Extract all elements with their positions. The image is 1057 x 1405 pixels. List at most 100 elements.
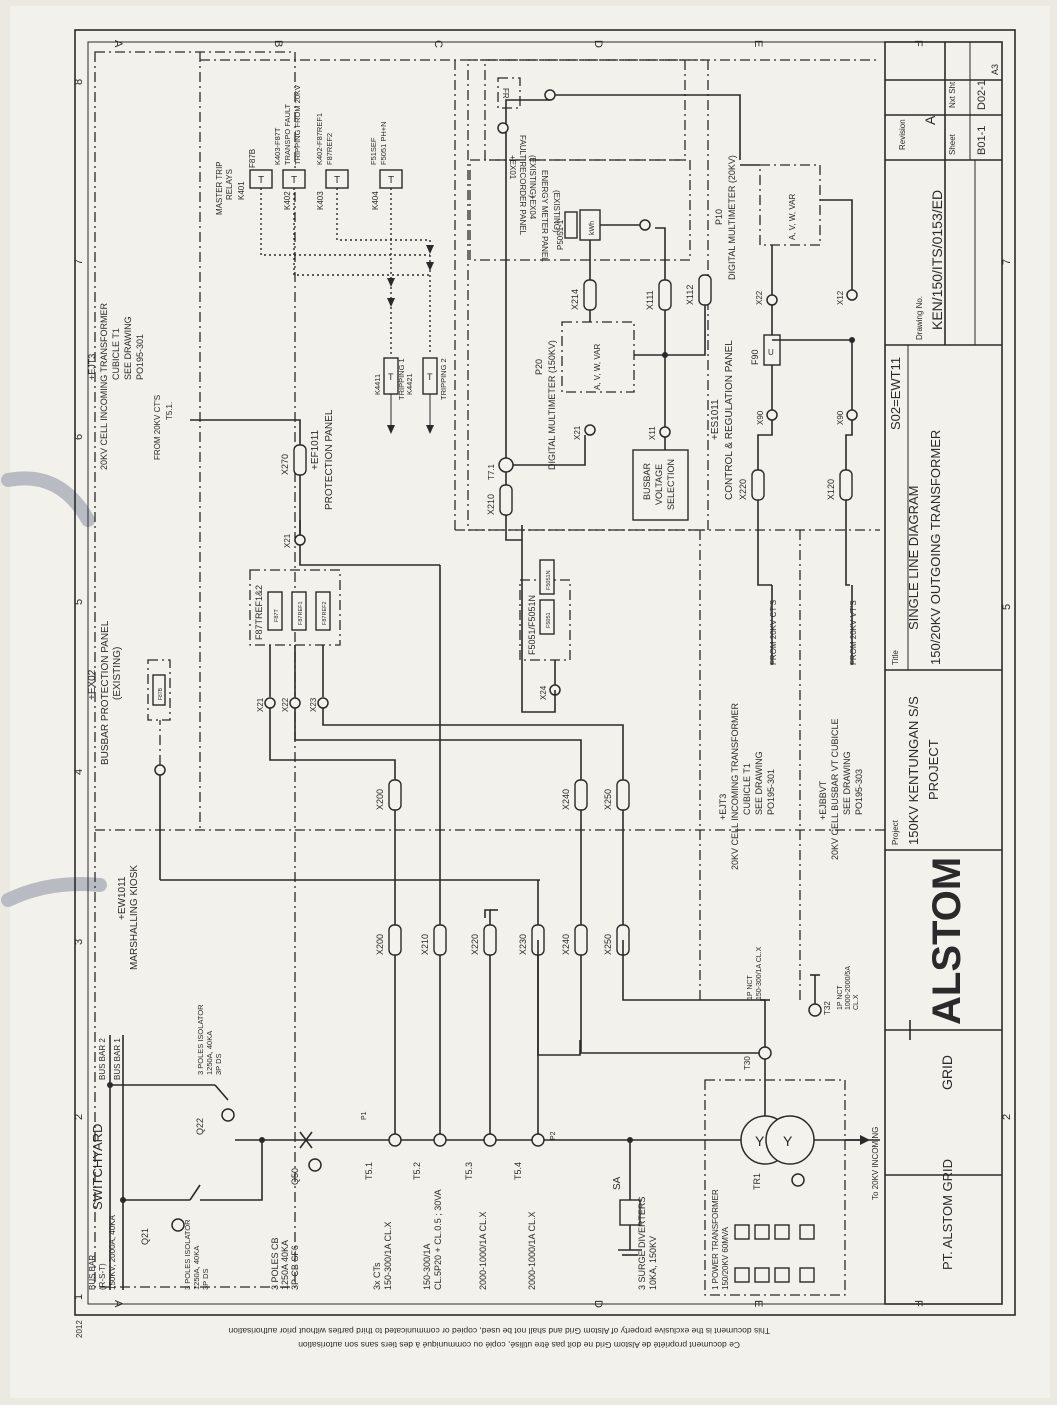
- f87ref2-label: F87REF2: [322, 601, 328, 625]
- disclaimer-en: This document is the exclusive property …: [228, 1326, 770, 1336]
- f87b-label: F87B: [158, 687, 164, 700]
- bvs-line-3: SELECTION: [666, 459, 676, 510]
- kiosk-x250-label: X250: [603, 934, 613, 955]
- f87ref2-relay: [315, 591, 331, 631]
- x22-ctrl-label: X22: [755, 290, 764, 305]
- x270-terminal: [293, 444, 307, 476]
- k403-label: K403: [316, 191, 325, 210]
- prot-wiring: [269, 520, 624, 780]
- sheet-value: B01-1: [976, 126, 988, 155]
- trip1-arrow-icon: [387, 425, 395, 434]
- t30-label: T30: [743, 1056, 752, 1070]
- x23-label: X23: [309, 697, 318, 712]
- ct-t52-icon: [433, 940, 447, 1147]
- kiosk-ref: +EW1011: [117, 876, 128, 920]
- bay-link: [200, 1140, 263, 1201]
- k4411-coil-icon: T: [388, 372, 394, 382]
- x21-label: X21: [256, 697, 265, 712]
- bus-bar-1-label: BUS BAR 1: [113, 1038, 122, 1080]
- to-20kv-label: To 20KV INCOMING: [871, 1127, 880, 1200]
- x12-ctrl-term-icon: [846, 289, 858, 301]
- k402-desc-3: TRIPPING FROM 20KV: [293, 85, 302, 165]
- ct-p2: P2: [550, 1131, 557, 1140]
- sa-label: SA: [612, 1176, 623, 1190]
- prot-terminal-x240: [574, 779, 588, 811]
- fr-label: FR: [501, 88, 510, 99]
- p20-x21-label: X21: [573, 425, 582, 440]
- prot-terminal-x250: [616, 779, 630, 811]
- master-trip-label: MASTER TRIP: [215, 161, 224, 215]
- k4411-label: K4411: [373, 374, 382, 395]
- p10-name: DIGITAL MULTIMETER (20KV): [727, 155, 737, 280]
- isolator-q21-icon: [120, 1184, 201, 1232]
- x111-to-kwh: [655, 227, 666, 280]
- lower-ejbbvt-1: 20KV CELL BUSBAR VT CUBICLE: [830, 718, 840, 860]
- f5051-relay: [539, 599, 555, 635]
- x111-terminal: [658, 279, 672, 311]
- trip2-label: TRIPPING 2: [439, 358, 448, 400]
- t71-to-p20: [513, 435, 586, 466]
- ct-t53-icon: [483, 940, 497, 1147]
- revision-label: Revision: [898, 119, 907, 150]
- f90-label: F90: [750, 349, 760, 365]
- grid-row-d-bottom: D: [592, 1300, 604, 1308]
- k404-desc-1: F51SEF: [369, 137, 378, 165]
- grid-col-2: 2: [73, 1114, 85, 1120]
- x12-to-p10: [820, 199, 853, 290]
- grid-row-d: D: [592, 40, 604, 48]
- grid-col-7: 7: [73, 259, 85, 265]
- grid-row-e: E: [752, 40, 764, 47]
- f5051-group-label: F5051/F5051N: [527, 595, 537, 655]
- ex01-existing: (EXISTING): [528, 155, 537, 198]
- t54-desc: 2000-1000/1A CL.X: [527, 1211, 537, 1290]
- q21-iso2: 1250A, 40KA: [192, 1246, 201, 1290]
- x210-panel-label: X210: [486, 494, 496, 515]
- nct2-label-a: 1P NCT: [837, 985, 844, 1010]
- k402-coil-icon: T: [291, 175, 297, 186]
- prot-panel-name: PROTECTION PANEL: [324, 409, 335, 510]
- busbar-panel-existing: (EXISTING): [112, 647, 123, 700]
- grid-row-e-bottom: E: [752, 1300, 764, 1307]
- surge-arrester-icon: [618, 1137, 642, 1256]
- p10-label: P10: [714, 209, 724, 225]
- grid-row-f: F: [912, 40, 924, 47]
- disclaimer-fr: Ce document propriété de Alstom Grid ne …: [298, 1340, 740, 1350]
- k403-coil-icon: T: [334, 175, 340, 186]
- x21-term-icon: [264, 697, 276, 709]
- x220-to-x90: [757, 420, 773, 470]
- p20-boundary: [561, 321, 635, 393]
- lower-ejt3-2: CUBICLE T1: [742, 763, 752, 815]
- grid-col-3: 3: [73, 939, 85, 945]
- k403-desc-2: F87REF2: [325, 133, 334, 165]
- k4421-coil-icon: T: [427, 372, 433, 382]
- busbar-rst: (R-S-T): [98, 1263, 107, 1290]
- x12-ctrl-label: X12: [836, 290, 845, 305]
- f87t-label: F87T: [274, 609, 280, 622]
- title-block: [884, 41, 1003, 1305]
- binder-ring-icon: [1, 471, 107, 907]
- to-20kv-arrow-icon: [860, 1135, 870, 1145]
- lower-ejt3-ref: +EJT3: [718, 794, 728, 820]
- nct-t32-icon: [808, 1003, 822, 1017]
- ex01-name: FAULT RECORDER PANEL: [518, 135, 527, 236]
- q21-label: Q21: [140, 1228, 150, 1245]
- sheet-size: A3: [990, 64, 1000, 75]
- p20-quantities: A, V, W, VAR: [593, 344, 602, 390]
- x90b-term-icon: [846, 409, 858, 421]
- cb-desc-2: 1250A 40KA: [280, 1240, 290, 1290]
- x120-ctrl-label: X120: [826, 479, 836, 500]
- trip2-arrow-icon: [426, 425, 434, 434]
- x220-short-link: [484, 909, 491, 925]
- grid-col-4: 4: [73, 769, 85, 775]
- prot-panel-ref: +EF1011: [310, 429, 321, 470]
- x22-ctrl-term-icon: [766, 294, 778, 306]
- grid-row-a-bottom: A: [112, 1300, 124, 1308]
- grid-col-5: 5: [73, 599, 85, 605]
- t52-desc-2: CL.5P20 + CL.0.5 ; 30VA: [433, 1189, 443, 1290]
- transformer-aux-boxes: [734, 1224, 815, 1283]
- busbar-panel-name: BUSBAR PROTECTION PANEL: [100, 620, 111, 765]
- bvs-line-1: BUSBAR: [642, 462, 652, 500]
- kwh-term-icon: [639, 219, 651, 231]
- x112-terminal: [698, 274, 712, 306]
